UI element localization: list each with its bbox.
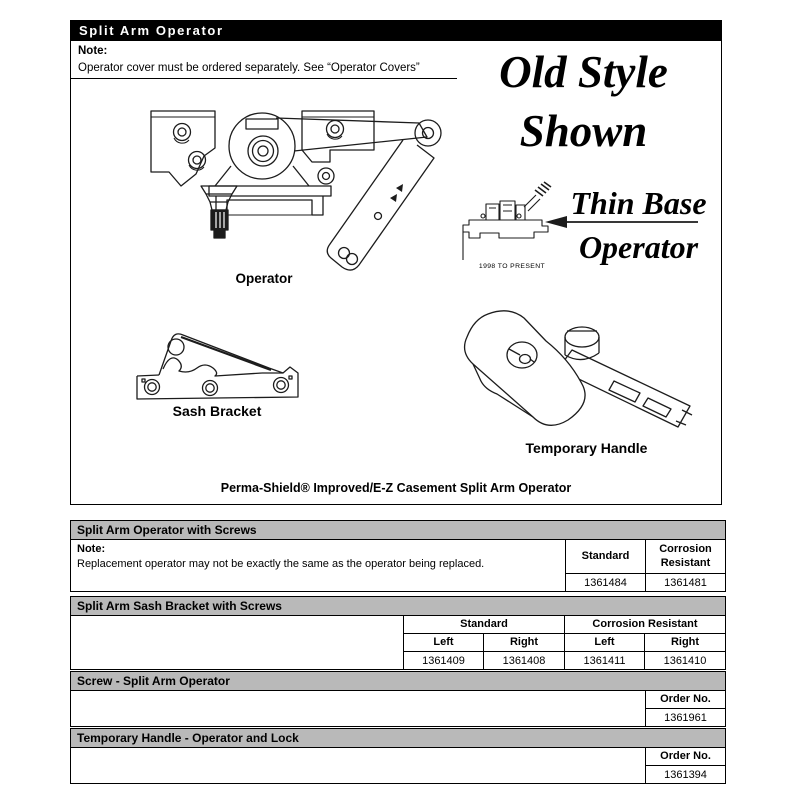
left-arrow-icon: [545, 216, 698, 228]
era-caption: 1998 TO PRESENT: [478, 263, 546, 270]
part-number: 1361484: [565, 573, 646, 592]
table-note-label: Note:: [77, 543, 106, 555]
table-note-cell: Note: Replacement operator may not be ex…: [70, 539, 566, 592]
thin-base-text-line2: Operator: [578, 229, 699, 265]
note-divider: [71, 78, 457, 79]
column-header-order-no: Order No.: [644, 747, 727, 766]
empty-cell: [70, 747, 646, 784]
column-header-standard: Standard: [565, 539, 646, 574]
column-header-left: Left: [403, 633, 484, 652]
temporary-handle-label: Temporary Handle: [525, 440, 648, 456]
table-note-text: Replacement operator may not be exactly …: [77, 558, 485, 571]
diagram-caption: Perma-Shield® Improved/E-Z Casement Spli…: [220, 481, 572, 495]
note-text: Operator cover must be ordered separatel…: [78, 61, 420, 74]
sash-bracket-illustration: [136, 333, 299, 400]
parts-table-temporary-handle: Temporary Handle - Operator and Lock Ord…: [69, 728, 727, 784]
part-number: 1361411: [564, 651, 645, 670]
note-block: Note: Operator cover must be ordered sep…: [71, 41, 420, 76]
operator-label: Operator: [235, 271, 293, 286]
table-section-header: Screw - Split Arm Operator: [70, 671, 726, 691]
part-number: 1361410: [644, 651, 726, 670]
column-header-right: Right: [483, 633, 565, 652]
column-header-right: Right: [644, 633, 726, 652]
operator-illustration: [150, 110, 442, 271]
temporary-handle-illustration: [463, 310, 693, 428]
part-number: 1361961: [645, 708, 726, 727]
diagram-panel: Note: Operator cover must be ordered sep…: [70, 41, 722, 505]
column-header-corrosion-resistant: Corrosion Resistant: [645, 539, 726, 574]
empty-cell: [70, 690, 646, 727]
empty-cell: [70, 615, 404, 670]
table-section-header: Temporary Handle - Operator and Lock: [69, 728, 727, 748]
part-number: 1361481: [645, 573, 726, 592]
part-number: 1361408: [483, 651, 565, 670]
parts-table-screw: Screw - Split Arm Operator Order No. 136…: [70, 671, 726, 727]
parts-table-sash-bracket: Split Arm Sash Bracket with Screws Stand…: [70, 596, 726, 670]
table-section-header: Split Arm Sash Bracket with Screws: [70, 596, 726, 616]
sash-bracket-label: Sash Bracket: [172, 403, 262, 419]
group-header-corrosion-resistant: Corrosion Resistant: [564, 615, 726, 634]
group-header-standard: Standard: [403, 615, 565, 634]
note-label: Note:: [78, 45, 108, 57]
old-style-shown-text: Old Style Shown: [499, 47, 668, 156]
thin-base-operator-illustration: [462, 181, 552, 260]
thin-base-text-line1: Thin Base: [570, 185, 707, 221]
column-header-left: Left: [564, 633, 645, 652]
column-header-order-no: Order No.: [645, 690, 726, 709]
parts-table-split-arm-operator: Split Arm Operator with Screws Note: Rep…: [70, 520, 726, 592]
page-title: Split Arm Operator: [70, 20, 722, 41]
table-section-header: Split Arm Operator with Screws: [70, 520, 726, 540]
part-number: 1361394: [644, 765, 727, 784]
part-number: 1361409: [403, 651, 484, 670]
